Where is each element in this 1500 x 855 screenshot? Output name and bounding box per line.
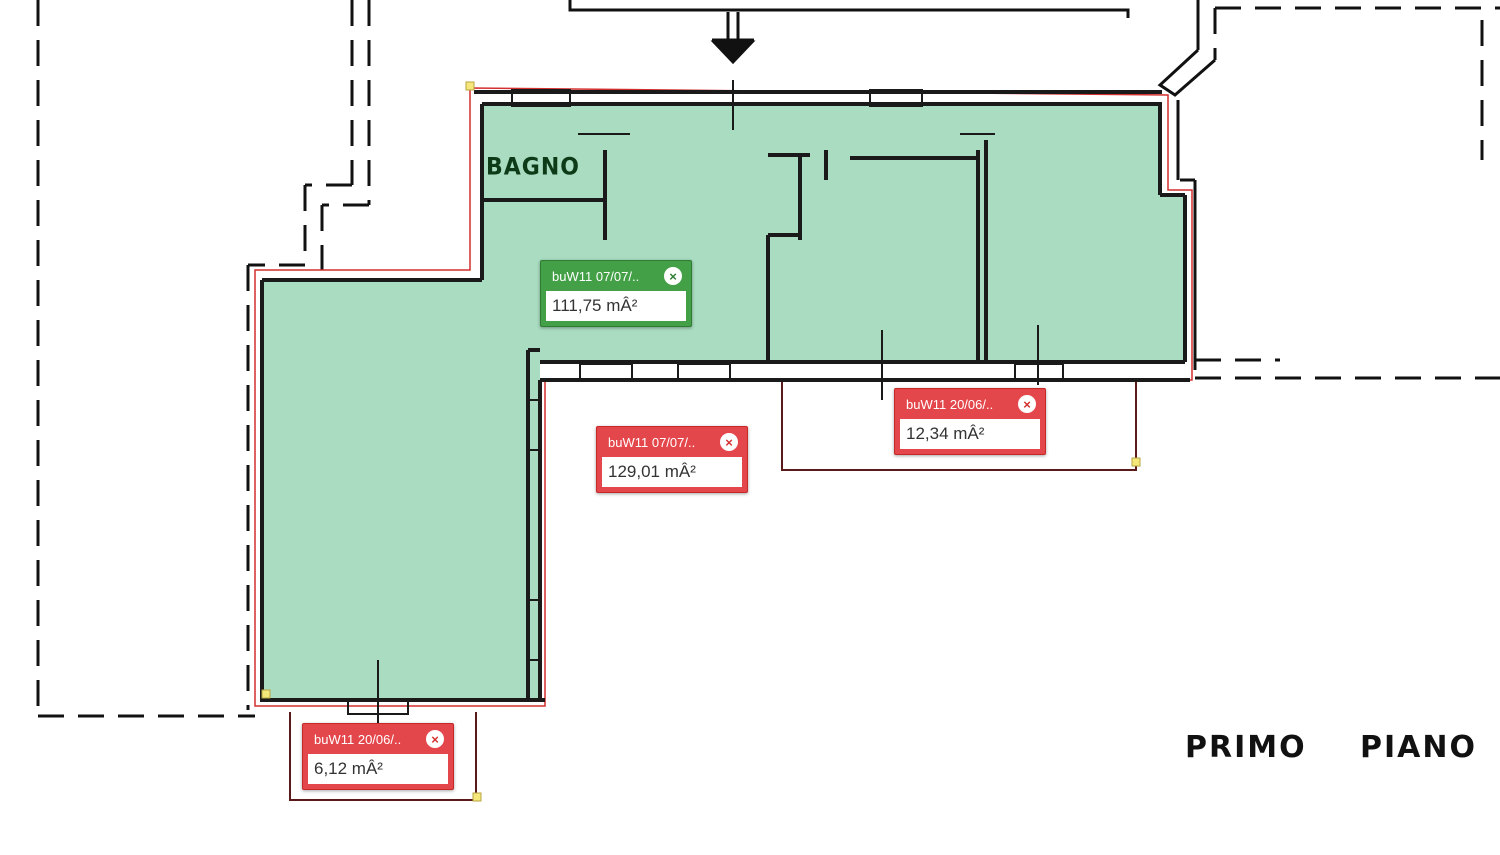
- close-icon[interactable]: ×: [720, 433, 738, 451]
- measurement-area: 111,75 mÂ²: [546, 291, 686, 321]
- measured-area-fill: [262, 106, 1185, 700]
- measurement-label: buW11 20/06/..: [906, 396, 994, 412]
- measurement-header: buW11 20/06/.. ×: [900, 389, 1040, 419]
- vertex-handles: [261, 81, 1141, 802]
- close-icon[interactable]: ×: [1018, 395, 1036, 413]
- measurement-header: buW11 20/06/.. ×: [308, 724, 448, 754]
- measurement-tag[interactable]: buW11 07/07/.. × 129,01 mÂ²: [596, 426, 748, 493]
- measurement-area: 6,12 mÂ²: [308, 754, 448, 784]
- measurement-tag[interactable]: buW11 20/06/.. × 12,34 mÂ²: [894, 388, 1046, 455]
- measurement-label: buW11 07/07/..: [552, 268, 640, 284]
- measurement-header: buW11 07/07/.. ×: [602, 427, 742, 457]
- floor-label-piano: PIANO: [1360, 730, 1477, 765]
- room-label-bagno: BAGNO: [486, 153, 580, 182]
- measurement-area: 12,34 mÂ²: [900, 419, 1040, 449]
- measurement-tag[interactable]: buW11 20/06/.. × 6,12 mÂ²: [302, 723, 454, 790]
- measurement-area: 129,01 mÂ²: [602, 457, 742, 487]
- close-icon[interactable]: ×: [426, 730, 444, 748]
- measurement-label: buW11 07/07/..: [608, 434, 696, 450]
- entrance-arrow-icon: [710, 12, 756, 65]
- measurement-tag[interactable]: buW11 07/07/.. × 111,75 mÂ²: [540, 260, 692, 327]
- building-outline: [36, 0, 1500, 718]
- floor-label-primo: PRIMO: [1185, 730, 1307, 765]
- measurement-label: buW11 20/06/..: [314, 731, 402, 747]
- measurement-header: buW11 07/07/.. ×: [546, 261, 686, 291]
- close-icon[interactable]: ×: [664, 267, 682, 285]
